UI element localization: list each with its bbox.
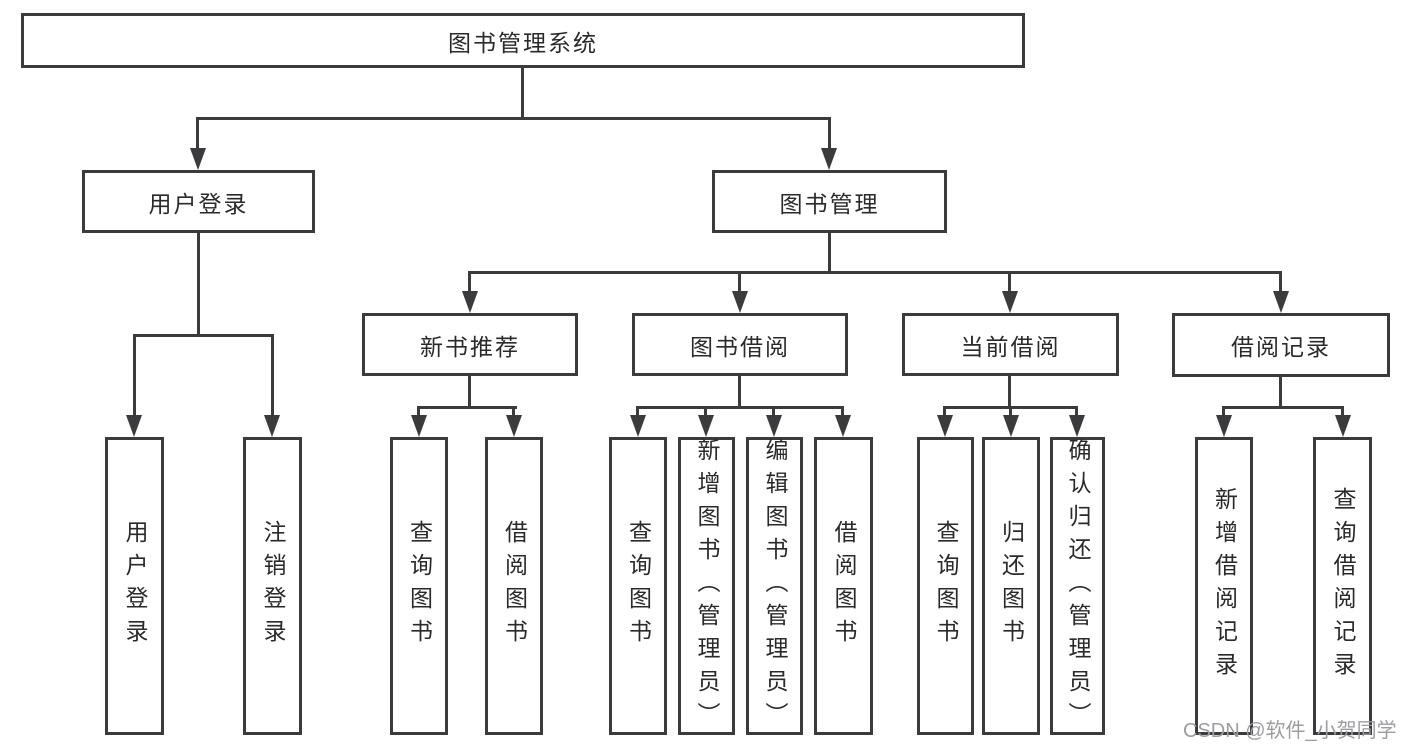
node-borrow-record-label: 借阅记录 bbox=[1231, 334, 1331, 360]
node-leaf-logout: 注销登录 bbox=[243, 437, 302, 735]
node-user-login: 用户登录 bbox=[82, 170, 315, 233]
connector-to-leaf-bb-borrow bbox=[841, 406, 844, 417]
connector-level3-split bbox=[468, 271, 1282, 274]
arrow-to-leaf-br-query-icon bbox=[1335, 415, 1351, 437]
node-root-label: 图书管理系统 bbox=[448, 29, 598, 56]
connector-to-leaf-bb-edit bbox=[772, 406, 775, 417]
connector-to-leaf-bb-query bbox=[636, 406, 639, 417]
node-leaf-br-query-label: 查询借阅记录 bbox=[1330, 487, 1356, 685]
arrow-to-book-borrow-icon bbox=[732, 291, 748, 313]
node-leaf-bb-borrow: 借阅图书 bbox=[814, 437, 873, 735]
node-leaf-nb-borrow: 借阅图书 bbox=[485, 437, 543, 735]
connector-to-book-borrow bbox=[738, 271, 741, 293]
arrow-to-leaf-bb-borrow-icon bbox=[835, 415, 851, 437]
connector-current-borrow-trunk bbox=[1008, 376, 1011, 407]
node-leaf-cb-return: 归还图书 bbox=[982, 437, 1040, 735]
connector-book-mgmt-trunk bbox=[828, 233, 831, 272]
node-leaf-nb-borrow-label: 借阅图书 bbox=[501, 520, 528, 652]
node-book-mgmt: 图书管理 bbox=[712, 170, 947, 233]
connector-to-leaf-bb-add bbox=[704, 406, 707, 417]
connector-to-current-borrow bbox=[1008, 271, 1011, 293]
node-current-borrow: 当前借阅 bbox=[902, 313, 1119, 376]
connector-to-leaf-logout bbox=[271, 334, 274, 418]
node-leaf-logout-label: 注销登录 bbox=[260, 520, 286, 652]
connector-to-leaf-cb-query bbox=[943, 406, 946, 417]
arrow-to-leaf-cb-query-icon bbox=[937, 415, 953, 437]
csdn-watermark: CSDN @软件_小贺同学 bbox=[1183, 720, 1397, 742]
connector-to-user-login bbox=[196, 117, 199, 152]
node-leaf-cb-query-label: 查询图书 bbox=[933, 520, 959, 652]
arrow-to-leaf-user-login-icon bbox=[126, 415, 142, 437]
connector-to-book-mgmt bbox=[828, 117, 831, 152]
connector-to-new-book-rec bbox=[468, 271, 471, 293]
node-borrow-record: 借阅记录 bbox=[1172, 313, 1390, 377]
node-leaf-br-query: 查询借阅记录 bbox=[1313, 437, 1372, 735]
node-root: 图书管理系统 bbox=[21, 13, 1025, 68]
arrow-to-user-login-icon bbox=[190, 148, 206, 170]
connector-book-borrow-trunk bbox=[738, 376, 741, 407]
connector-to-leaf-br-query bbox=[1341, 406, 1344, 417]
arrow-to-new-book-rec-icon bbox=[462, 291, 478, 313]
arrow-to-leaf-bb-add-icon bbox=[698, 415, 714, 437]
node-leaf-cb-confirm-label: 确认归还（管理员） bbox=[1065, 437, 1091, 735]
node-leaf-bb-edit: 编辑图书（管理员） bbox=[746, 437, 803, 735]
node-leaf-bb-edit-label: 编辑图书（管理员） bbox=[762, 437, 788, 735]
node-leaf-bb-query: 查询图书 bbox=[609, 437, 667, 735]
arrow-to-leaf-nb-query-icon bbox=[411, 415, 427, 437]
connector-to-borrow-record bbox=[1279, 271, 1282, 293]
node-leaf-user-login-label: 用户登录 bbox=[122, 520, 148, 652]
node-leaf-br-add-label: 新增借阅记录 bbox=[1211, 487, 1238, 685]
arrow-to-leaf-br-add-icon bbox=[1216, 415, 1232, 437]
node-leaf-cb-confirm: 确认归还（管理员） bbox=[1050, 437, 1105, 735]
connector-to-leaf-nb-borrow bbox=[512, 406, 515, 417]
node-leaf-cb-return-label: 归还图书 bbox=[998, 520, 1025, 652]
node-leaf-nb-query: 查询图书 bbox=[390, 437, 448, 735]
connector-root-trunk bbox=[521, 68, 524, 118]
node-book-borrow-label: 图书借阅 bbox=[690, 333, 790, 360]
connector-to-leaf-nb-query bbox=[417, 406, 420, 417]
node-leaf-bb-query-label: 查询图书 bbox=[625, 520, 652, 652]
node-leaf-nb-query-label: 查询图书 bbox=[406, 520, 433, 652]
connector-new-book-rec-split bbox=[417, 406, 517, 409]
node-book-borrow: 图书借阅 bbox=[632, 313, 848, 376]
node-user-login-label: 用户登录 bbox=[148, 190, 249, 217]
connector-book-borrow-split bbox=[636, 406, 844, 409]
connector-borrow-record-split bbox=[1222, 406, 1344, 409]
arrow-to-leaf-nb-borrow-icon bbox=[506, 415, 522, 437]
arrow-to-borrow-record-icon bbox=[1273, 291, 1289, 313]
arrow-to-leaf-cb-return-icon bbox=[1003, 415, 1019, 437]
node-leaf-user-login: 用户登录 bbox=[105, 437, 164, 735]
connector-to-leaf-user-login bbox=[133, 334, 136, 418]
node-leaf-br-add: 新增借阅记录 bbox=[1195, 437, 1253, 735]
arrow-to-leaf-logout-icon bbox=[264, 415, 280, 437]
connector-level2-split bbox=[197, 117, 831, 120]
node-leaf-bb-borrow-label: 借阅图书 bbox=[831, 520, 857, 652]
arrow-to-leaf-bb-edit-icon bbox=[766, 415, 782, 437]
connector-user-login-trunk bbox=[197, 233, 200, 335]
node-book-mgmt-label: 图书管理 bbox=[779, 190, 880, 217]
node-new-book-rec-label: 新书推荐 bbox=[420, 333, 520, 360]
node-leaf-cb-query: 查询图书 bbox=[917, 437, 974, 735]
node-leaf-bb-add: 新增图书（管理员） bbox=[678, 437, 735, 735]
connector-to-leaf-br-add bbox=[1222, 406, 1225, 417]
node-new-book-rec: 新书推荐 bbox=[362, 313, 578, 376]
node-leaf-bb-add-label: 新增图书（管理员） bbox=[694, 437, 720, 735]
arrow-to-book-mgmt-icon bbox=[821, 148, 837, 170]
connector-borrow-record-trunk bbox=[1279, 377, 1282, 407]
connector-to-leaf-cb-return bbox=[1009, 406, 1012, 417]
node-current-borrow-label: 当前借阅 bbox=[960, 333, 1061, 360]
connector-new-book-rec-trunk bbox=[468, 376, 471, 407]
arrow-to-current-borrow-icon bbox=[1002, 291, 1018, 313]
connector-to-leaf-cb-confirm bbox=[1075, 406, 1078, 417]
connector-user-login-split bbox=[133, 334, 274, 337]
arrow-to-leaf-cb-confirm-icon bbox=[1069, 415, 1085, 437]
arrow-to-leaf-bb-query-icon bbox=[630, 415, 646, 437]
